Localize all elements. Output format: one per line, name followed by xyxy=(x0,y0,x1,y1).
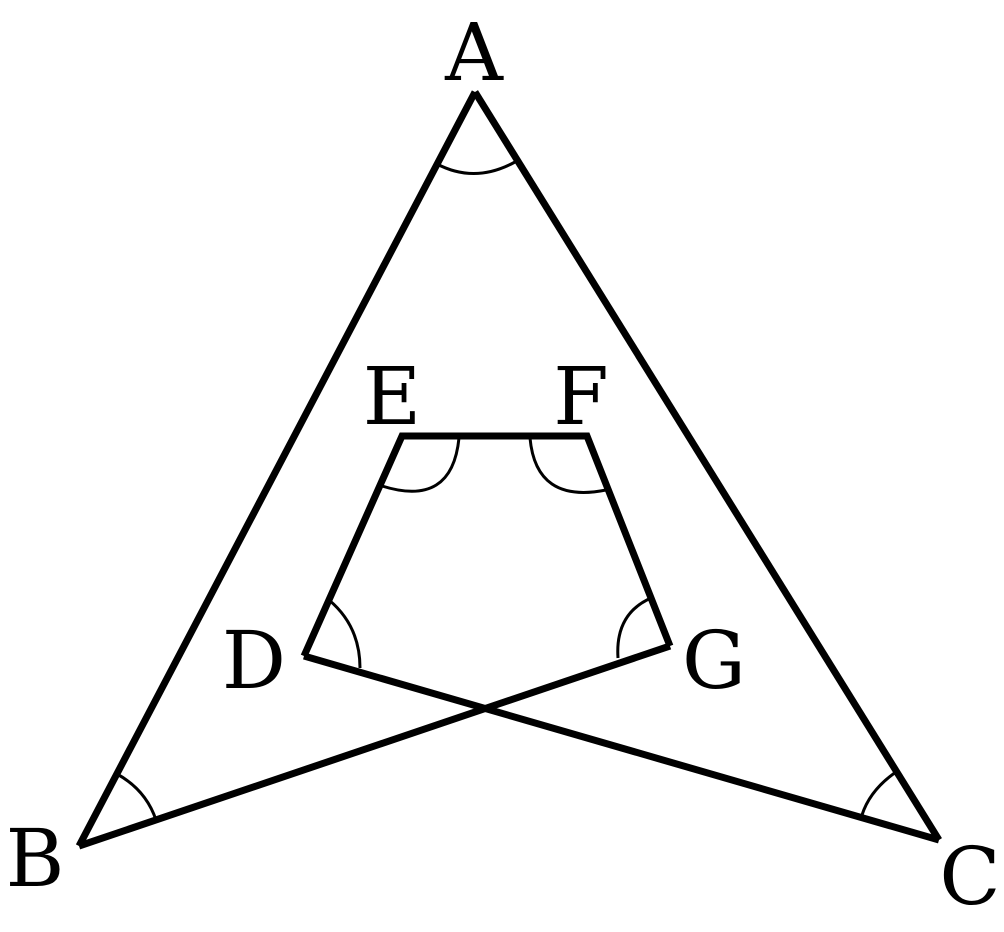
segment-bg xyxy=(77,642,672,850)
point-label-e: E xyxy=(363,350,421,443)
segment-ac xyxy=(472,90,942,842)
segment-ab xyxy=(75,90,479,848)
point-label-g: G xyxy=(682,614,746,707)
point-label-c: C xyxy=(939,830,1000,923)
angle-arc-d xyxy=(328,598,362,669)
point-label-d: D xyxy=(222,614,286,707)
angle-arc-e xyxy=(381,437,461,493)
angle-arc-c xyxy=(860,770,897,816)
angle-arc-f xyxy=(528,437,607,494)
point-label-f: F xyxy=(553,350,609,443)
point-label-a: A xyxy=(444,6,504,99)
angle-arc-b xyxy=(116,772,158,821)
angle-arc-g xyxy=(616,596,652,659)
angle-arc-a xyxy=(436,160,516,175)
point-label-b: B xyxy=(6,812,65,905)
segment-cd xyxy=(303,652,940,844)
segment-chain-defg xyxy=(300,432,674,658)
